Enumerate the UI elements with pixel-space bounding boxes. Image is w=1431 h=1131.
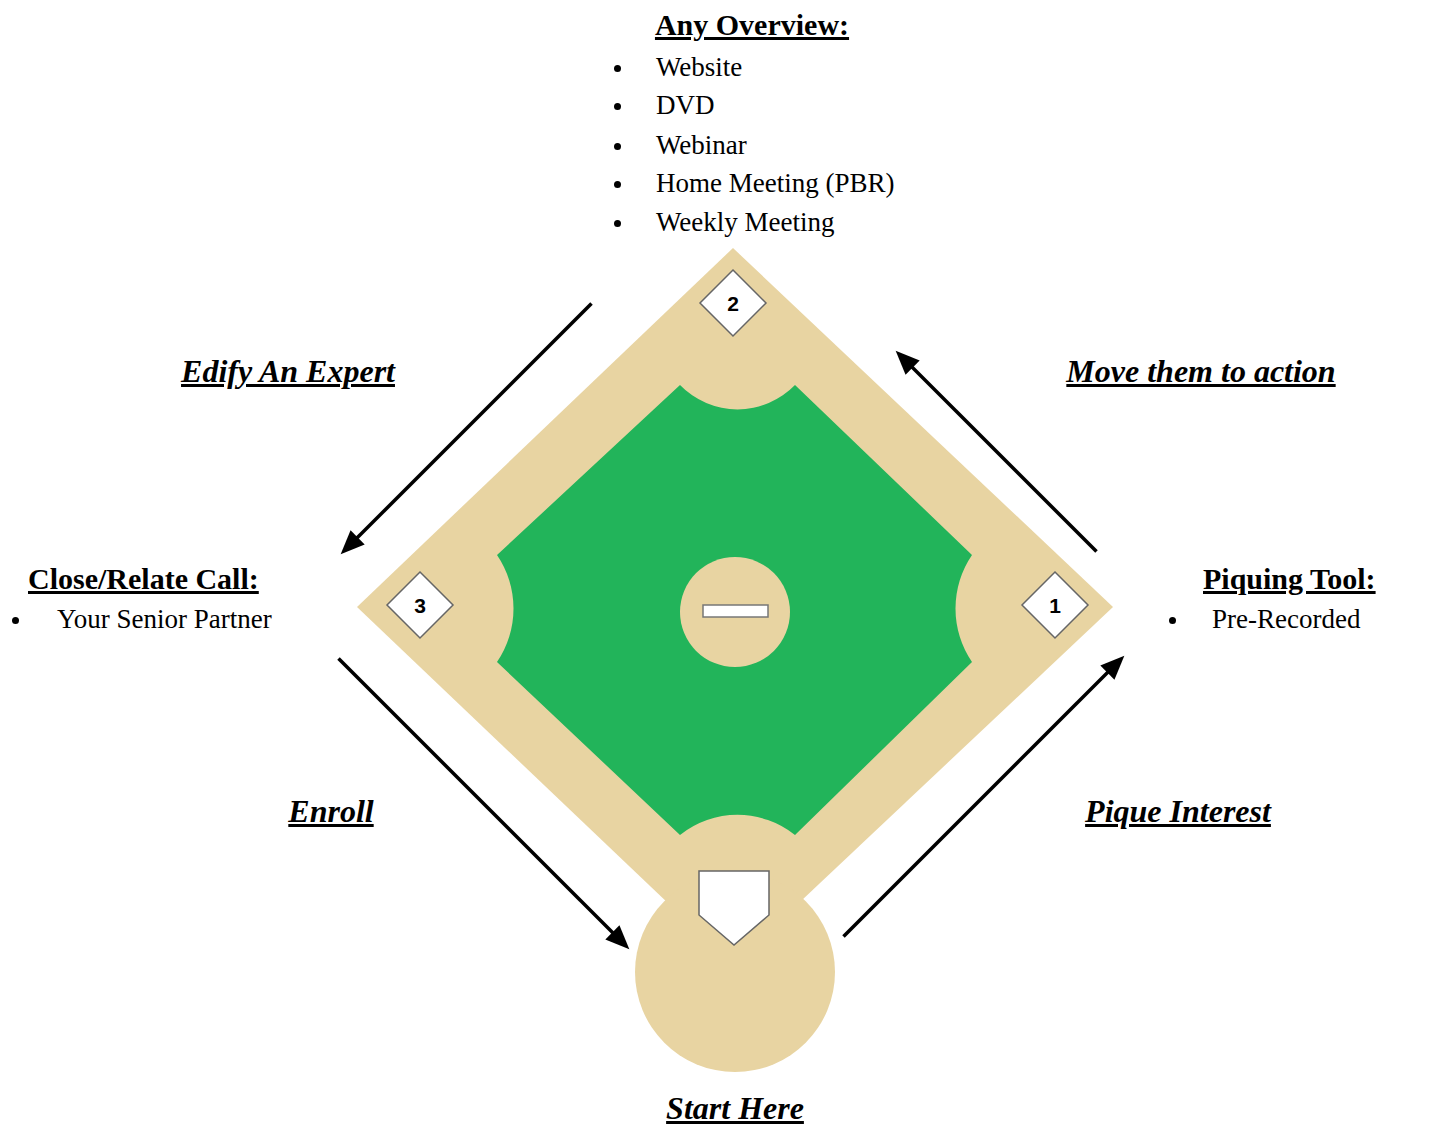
arrow-shaft xyxy=(843,671,1108,936)
flow-arrow xyxy=(341,303,592,554)
list-item: Website xyxy=(656,52,742,83)
station-heading: Any Overview: xyxy=(655,8,849,43)
arrow-head xyxy=(341,530,365,554)
station-heading: Close/Relate Call: xyxy=(28,562,259,597)
home-dirt-circle xyxy=(635,872,835,1072)
list-item: Pre-Recorded xyxy=(1212,604,1360,635)
arrow-shaft xyxy=(911,366,1096,551)
station-heading: Piquing Tool: xyxy=(1203,562,1376,597)
bullet-dot xyxy=(1169,617,1176,624)
start-label: Start Here xyxy=(666,1090,804,1127)
base-outline xyxy=(1022,572,1088,638)
list-item: DVD xyxy=(656,90,715,121)
third-base-station: Close/Relate Call: Your Senior Partner 3 xyxy=(5,560,460,650)
bullet-dot xyxy=(614,143,621,150)
bullet-dot xyxy=(614,65,621,72)
base-outline xyxy=(700,270,766,336)
arrow-head xyxy=(605,925,629,949)
arrow-shaft xyxy=(356,303,591,538)
edge-label: Pique Interest xyxy=(1085,793,1271,830)
pitchers-mound xyxy=(680,557,790,667)
edge-label: Enroll xyxy=(288,793,373,830)
arrow-shaft xyxy=(338,658,613,933)
list-item: Webinar xyxy=(656,130,747,161)
bullet-dot xyxy=(614,220,621,227)
flow-arrow xyxy=(338,658,629,949)
bullet-dot xyxy=(614,103,621,110)
edge-label: Move them to action xyxy=(1066,353,1335,390)
list-item: Weekly Meeting xyxy=(656,207,835,238)
bullet-dot xyxy=(12,617,19,624)
list-item: Your Senior Partner xyxy=(57,604,272,635)
flow-arrow xyxy=(843,656,1124,937)
base-number: 2 xyxy=(727,293,739,314)
infield-dirt xyxy=(357,248,1113,965)
second-base-station: Any Overview: WebsiteDVD WebinarHome Meeti… xyxy=(600,5,945,345)
arrow-head xyxy=(896,351,920,375)
base-outline xyxy=(387,572,453,638)
home-plate-station: Start Here xyxy=(635,868,835,1130)
arrow-head xyxy=(1100,656,1124,680)
plate-outline xyxy=(699,871,769,945)
edge-label: Edify An Expert xyxy=(181,353,395,390)
list-item: Home Meeting (PBR) xyxy=(656,168,894,199)
bullet-dot xyxy=(614,181,621,188)
first-base-station: 1 Piquing Tool: Pre-Recorded xyxy=(1015,560,1420,650)
pitchers-rubber xyxy=(703,605,768,617)
home-plate xyxy=(698,870,770,947)
base-number: 3 xyxy=(414,595,426,616)
infield-grass xyxy=(497,385,972,835)
base-number: 1 xyxy=(1049,595,1061,616)
